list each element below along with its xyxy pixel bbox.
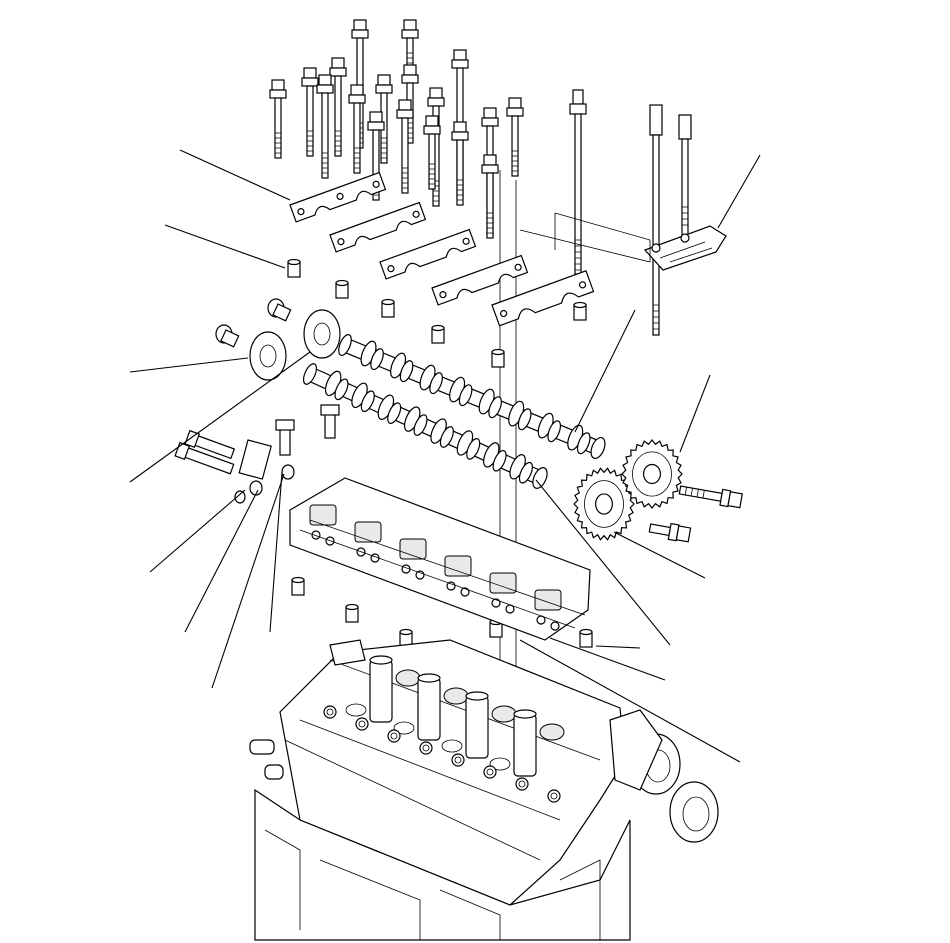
dowel-pin xyxy=(345,603,359,623)
cylinder-head xyxy=(249,639,719,941)
dowel-pin xyxy=(381,298,395,318)
camshaft-sprockets xyxy=(573,439,683,541)
camshaft-sprocket xyxy=(621,439,683,509)
head-bolt xyxy=(348,84,366,174)
sprocket-bolts xyxy=(648,485,743,543)
valve-lifter-bore xyxy=(369,659,393,723)
valve-lifter-bore xyxy=(465,695,489,759)
rocker-arm-assembly xyxy=(289,477,591,641)
head-bolt xyxy=(316,74,334,179)
head-bolt xyxy=(329,57,347,157)
cam-lobe xyxy=(466,438,481,460)
rocker-arm xyxy=(309,504,337,526)
head-bolt xyxy=(481,154,499,239)
cam-lobe xyxy=(399,360,414,383)
cam-lobe xyxy=(517,408,532,431)
head-bolt xyxy=(396,99,414,194)
rocker-arm xyxy=(444,555,472,577)
cam-lobe xyxy=(458,384,473,407)
cam-lobe xyxy=(429,372,443,395)
head-bolt xyxy=(301,67,319,157)
leader-lines xyxy=(129,149,761,763)
cylinder-head-bolts xyxy=(269,19,524,239)
head-bolt xyxy=(451,121,469,206)
dowel-pin xyxy=(399,628,413,648)
long-studs xyxy=(569,89,692,336)
dowel-pin xyxy=(579,628,593,648)
cam-lobe xyxy=(547,420,562,443)
dowel-pin xyxy=(291,576,305,596)
camshaft-holders xyxy=(289,171,595,327)
rocker-arm xyxy=(489,572,517,594)
cam-lobe xyxy=(492,449,507,472)
intake-camshaft xyxy=(338,334,606,460)
cam-lobe xyxy=(413,414,428,436)
left-small-parts xyxy=(174,404,340,504)
head-bolt xyxy=(423,115,441,190)
rocker-arm xyxy=(399,538,427,560)
cam-lobe xyxy=(334,378,349,401)
exhaust-camshaft xyxy=(302,363,548,489)
valve-lifter-bore xyxy=(417,677,441,741)
rocker-arm xyxy=(354,521,382,543)
cam-lobe xyxy=(576,432,591,455)
cover-plate xyxy=(643,225,727,271)
head-bolt xyxy=(269,79,287,159)
dowel-pin xyxy=(335,279,349,299)
cam-lobe xyxy=(439,426,454,448)
cam-lobe xyxy=(488,396,502,419)
cam-lobe xyxy=(360,390,375,413)
head-bolt xyxy=(367,111,385,201)
cam-lobe xyxy=(370,348,384,371)
rocker-arm xyxy=(534,589,562,611)
dowel-pin xyxy=(573,301,587,321)
head-bolt xyxy=(506,97,524,177)
valve-lifter-bore xyxy=(513,713,537,777)
dowel-pin xyxy=(431,324,445,344)
dowel-pin xyxy=(491,348,505,368)
cam-lobe xyxy=(518,461,533,484)
cam-end-parts xyxy=(215,298,341,381)
dowel-pin xyxy=(287,258,301,278)
camshaft-sprocket xyxy=(573,467,635,541)
cam-lobe xyxy=(387,402,402,424)
